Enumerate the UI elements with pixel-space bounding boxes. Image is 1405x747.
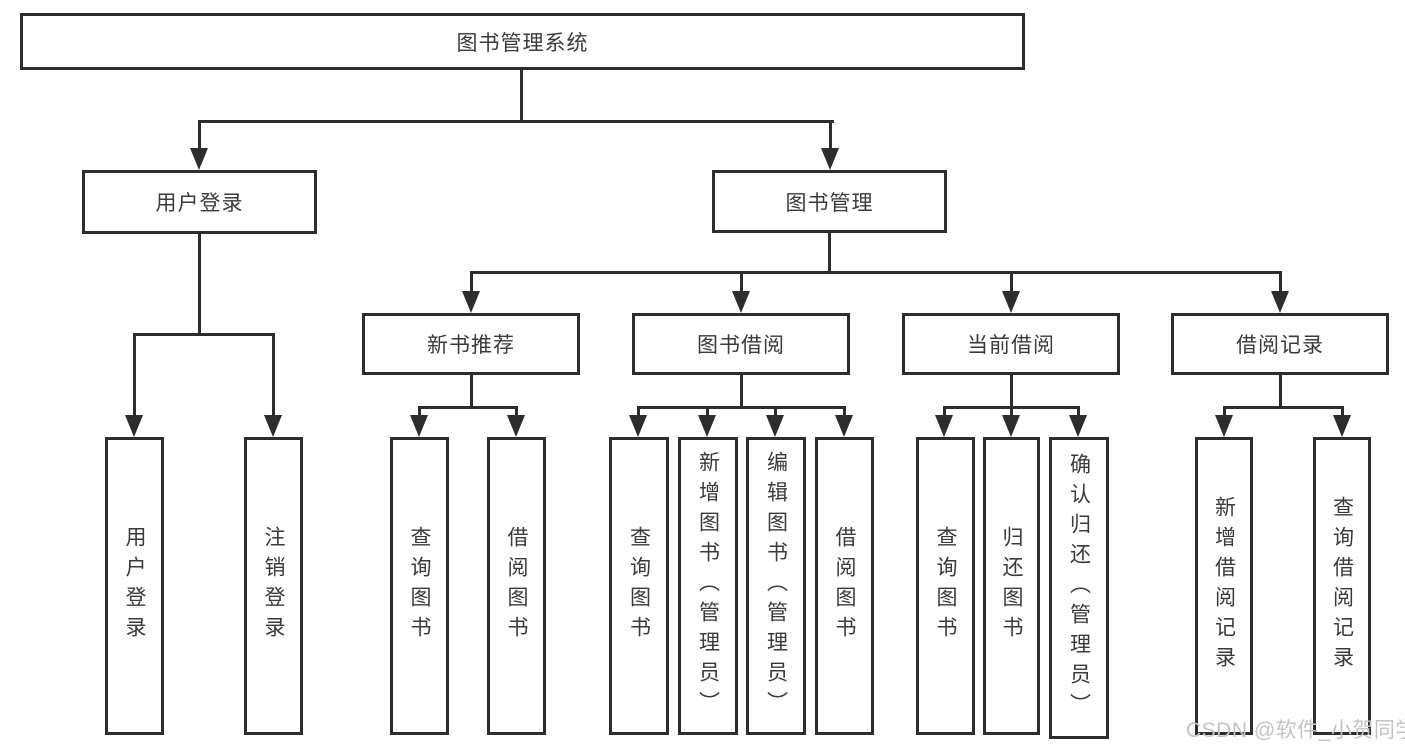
connector-line <box>843 406 846 418</box>
csdn-watermark: CSDN @软件_小贺同学 <box>1186 719 1405 742</box>
node-user-login: 用户登录 <box>82 170 317 234</box>
connector-line <box>774 406 777 418</box>
leaf-label: 查询图书 <box>627 526 651 646</box>
connector-line <box>1341 406 1344 418</box>
connector-arrowhead <box>507 415 525 437</box>
connector-line <box>1279 375 1282 409</box>
leaf-query-books-current: 查询图书 <box>916 437 975 735</box>
node-book-management: 图书管理 <box>712 170 947 233</box>
node-label: 用户登录 <box>155 192 244 215</box>
connector-arrowhead <box>1002 291 1020 313</box>
connector-arrowhead <box>125 415 143 437</box>
leaf-label: 新增图书（管理员） <box>696 451 720 721</box>
leaf-user-login: 用户登录 <box>105 437 164 735</box>
leaf-label: 注销登录 <box>262 526 285 646</box>
leaf-borrow-books-recommendation: 借阅图书 <box>487 437 546 735</box>
connector-arrowhead <box>821 148 839 170</box>
leaf-label: 新增借阅记录 <box>1212 496 1236 676</box>
connector-line <box>828 233 831 274</box>
connector-line <box>515 406 518 418</box>
node-library-management-system: 图书管理系统 <box>20 13 1025 70</box>
connector-line <box>272 333 275 418</box>
node-label: 当前借阅 <box>967 334 1055 357</box>
connector-arrowhead <box>1333 415 1351 437</box>
connector-line <box>1077 406 1080 418</box>
connector-arrowhead <box>732 291 750 313</box>
connector-line <box>520 70 523 122</box>
connector-arrowhead <box>410 415 428 437</box>
connector-line <box>740 271 743 293</box>
leaf-logout: 注销登录 <box>244 437 303 735</box>
leaf-label: 确认归还（管理员） <box>1067 453 1091 723</box>
leaf-borrow-books-borrowing: 借阅图书 <box>815 437 874 735</box>
node-label: 借阅记录 <box>1236 334 1324 357</box>
node-new-book-recommendation: 新书推荐 <box>362 313 580 375</box>
connector-line <box>470 271 1282 274</box>
connector-line <box>637 406 845 409</box>
leaf-return-books: 归还图书 <box>983 437 1040 735</box>
leaf-query-books-recommendation: 查询图书 <box>390 437 449 735</box>
connector-line <box>418 406 518 409</box>
connector-arrowhead <box>462 291 480 313</box>
connector-line <box>1279 271 1282 293</box>
connector-line <box>470 375 473 409</box>
connector-arrowhead <box>935 415 953 437</box>
leaf-query-borrow-record: 查询借阅记录 <box>1313 437 1371 735</box>
connector-arrowhead <box>1271 291 1289 313</box>
leaf-label: 查询图书 <box>934 526 957 646</box>
connector-line <box>198 120 201 152</box>
connector-arrowhead <box>835 415 853 437</box>
connector-arrowhead <box>698 415 716 437</box>
connector-arrowhead <box>629 415 647 437</box>
leaf-label: 借阅图书 <box>833 526 856 646</box>
leaf-label: 用户登录 <box>123 526 146 646</box>
connector-line <box>133 333 136 418</box>
connector-line <box>198 234 201 336</box>
leaf-edit-book-admin: 编辑图书（管理员） <box>746 437 806 735</box>
connector-line <box>637 406 640 418</box>
leaf-query-books-borrowing: 查询图书 <box>609 437 669 735</box>
connector-arrowhead <box>1002 415 1020 437</box>
connector-arrowhead <box>766 415 784 437</box>
node-label: 图书管理 <box>785 191 874 215</box>
connector-line <box>1010 375 1013 409</box>
connector-line <box>133 333 275 336</box>
connector-line <box>1010 406 1013 418</box>
connector-line <box>740 375 743 409</box>
node-label: 新书推荐 <box>427 334 515 357</box>
node-label: 图书借阅 <box>697 334 785 357</box>
leaf-label: 借阅图书 <box>505 526 528 646</box>
connector-line <box>706 406 709 418</box>
connector-arrowhead <box>264 415 282 437</box>
leaf-confirm-return-admin: 确认归还（管理员） <box>1049 437 1109 739</box>
leaf-label: 归还图书 <box>1000 526 1023 646</box>
connector-line <box>1223 406 1226 418</box>
node-label: 图书管理系统 <box>456 31 589 55</box>
leaf-add-book-admin: 新增图书（管理员） <box>678 437 738 735</box>
connector-line <box>198 120 834 123</box>
leaf-add-borrow-record: 新增借阅记录 <box>1195 437 1253 735</box>
connector-line <box>470 271 473 293</box>
connector-line <box>943 406 946 418</box>
connector-line <box>1223 406 1343 409</box>
connector-line <box>418 406 421 418</box>
leaf-label: 编辑图书（管理员） <box>764 451 788 721</box>
node-current-borrowing: 当前借阅 <box>902 313 1120 375</box>
connector-arrowhead <box>1069 415 1087 437</box>
leaf-label: 查询图书 <box>408 526 431 646</box>
node-borrowing-records: 借阅记录 <box>1171 313 1389 375</box>
connector-arrowhead <box>1215 415 1233 437</box>
node-book-borrowing: 图书借阅 <box>632 313 850 375</box>
connector-line <box>1010 271 1013 293</box>
connector-arrowhead <box>190 148 208 170</box>
leaf-label: 查询借阅记录 <box>1330 496 1354 676</box>
connector-line <box>829 120 832 152</box>
